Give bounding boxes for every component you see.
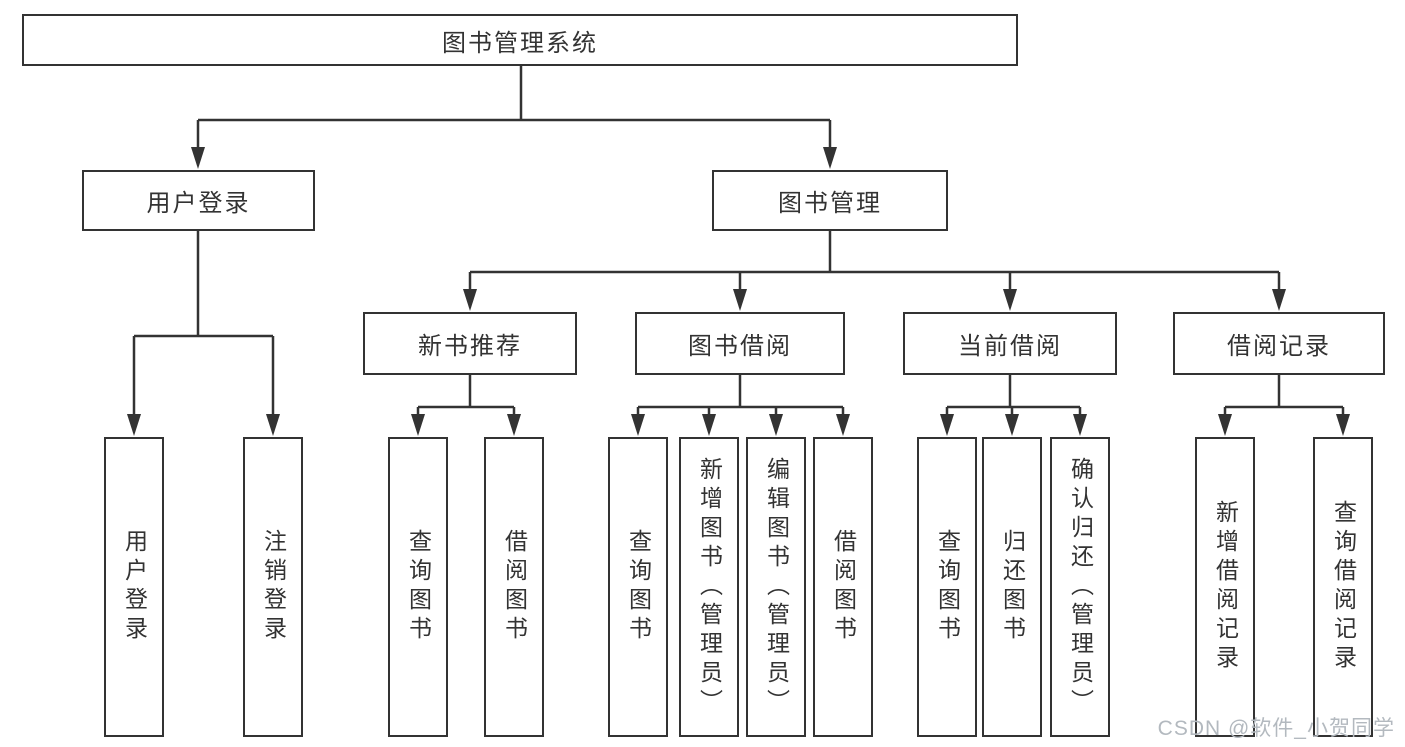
node-book-borrow: 图书借阅 [635,312,845,375]
leaf-borrow-book-2: 借阅图书 [813,437,873,737]
node-user-login: 用户登录 [82,170,315,231]
node-book-management: 图书管理 [712,170,948,231]
node-root-system: 图书管理系统 [22,14,1018,66]
node-borrow-records: 借阅记录 [1173,312,1385,375]
node-current-borrow: 当前借阅 [903,312,1117,375]
leaf-confirm-return-admin: 确认归还（管理员） [1050,437,1110,737]
leaf-logout: 注销登录 [243,437,303,737]
node-new-book-recommend: 新书推荐 [363,312,577,375]
leaf-query-book-1: 查询图书 [388,437,448,737]
leaf-edit-book-admin: 编辑图书（管理员） [746,437,806,737]
leaf-borrow-book-1: 借阅图书 [484,437,544,737]
csdn-watermark: CSDN @软件_小贺同学 [1157,717,1395,740]
leaf-return-book: 归还图书 [982,437,1042,737]
leaf-query-book-2: 查询图书 [608,437,668,737]
leaf-user-login: 用户登录 [104,437,164,737]
leaf-add-borrow-record: 新增借阅记录 [1195,437,1255,737]
leaf-query-borrow-record: 查询借阅记录 [1313,437,1373,737]
leaf-add-book-admin: 新增图书（管理员） [679,437,739,737]
leaf-query-book-3: 查询图书 [917,437,977,737]
